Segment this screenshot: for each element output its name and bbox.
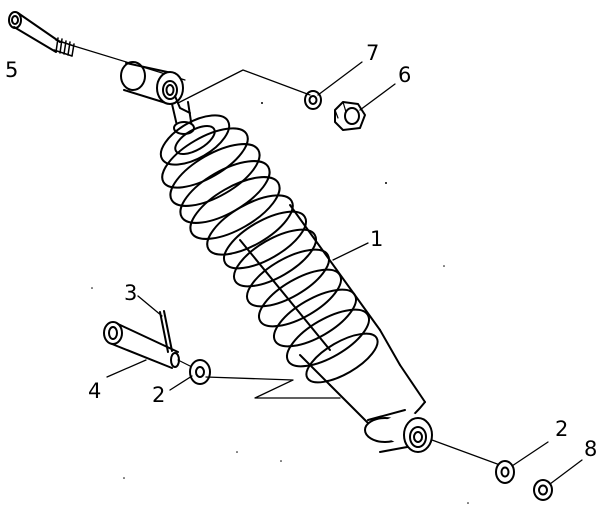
callout-3: 3 [124,281,137,305]
washer-2-left [189,359,211,385]
washer-7 [304,90,322,110]
washer-2-right [495,460,515,484]
nut-6 [334,101,366,131]
callout-5: 5 [5,58,18,82]
callout-labels: 1 2 2 3 4 5 6 7 8 [5,41,597,461]
upper-eye [120,61,191,114]
callout-2: 2 [152,383,165,407]
lower-pin [103,321,191,369]
callout-2: 2 [555,417,568,441]
cotter-pin [159,310,173,353]
callout-7: 7 [366,41,379,65]
washer-8 [533,479,553,501]
coil-spring [159,114,379,384]
callout-4: 4 [88,379,101,403]
callout-1: 1 [370,227,383,251]
lower-eye [367,409,501,466]
callout-8: 8 [584,437,597,461]
leader-lines [106,61,583,485]
scan-speckles [91,102,469,504]
callout-6: 6 [398,63,411,87]
